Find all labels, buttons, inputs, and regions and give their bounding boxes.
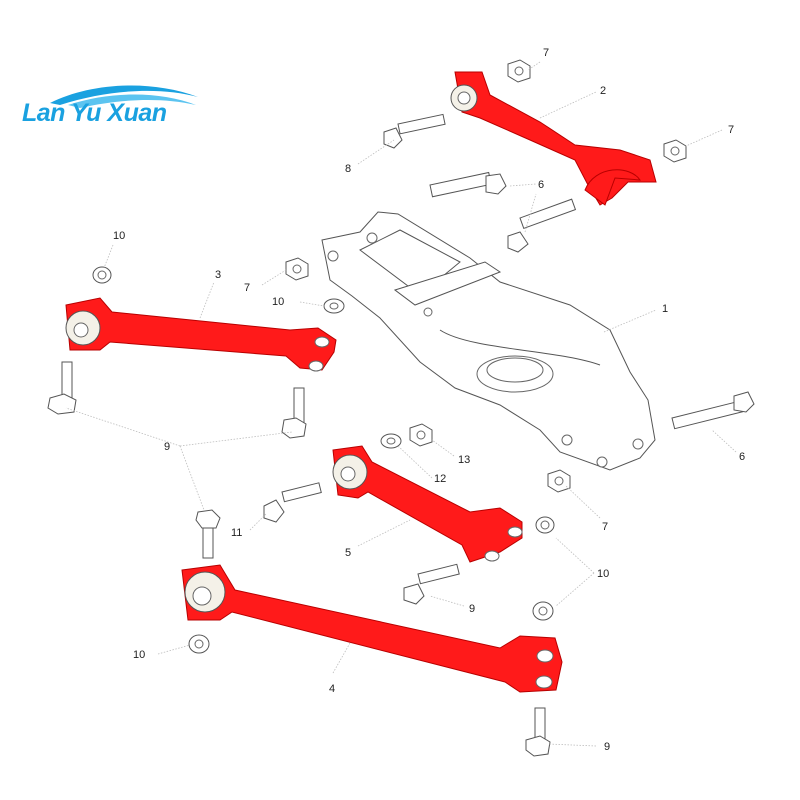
brand-logo: Lan Yu Xuan (20, 75, 210, 145)
callout-10-lower: 10 (133, 649, 145, 661)
bolt-part-9-bottom (525, 707, 551, 757)
callout-7-lower: 7 (602, 521, 608, 533)
bolt-part-6-right (671, 391, 755, 430)
tension-arm-part-5 (332, 445, 523, 563)
toe-link-part-3 (65, 297, 337, 372)
washer-part-12 (380, 433, 402, 449)
nut-part-7-lower (547, 469, 571, 493)
callout-2: 2 (600, 85, 606, 97)
trailing-arm-part-4 (181, 564, 563, 693)
nut-part-10-top (92, 266, 112, 284)
bolt-part-11 (263, 482, 322, 523)
callout-9-center: 9 (469, 603, 475, 615)
bolt-part-9-center (403, 563, 460, 605)
lower-control-arm-part-1 (321, 211, 656, 471)
callout-10-left: 10 (272, 296, 284, 308)
nut-part-13 (409, 423, 433, 447)
callout-4: 4 (329, 683, 335, 695)
camber-arm-part-2 (450, 71, 657, 206)
callout-7-right: 7 (728, 124, 734, 136)
callout-6-upper: 6 (538, 179, 544, 191)
callout-9-bottom: 9 (604, 741, 610, 753)
callout-10-right: 10 (597, 568, 609, 580)
callout-7-top: 7 (543, 47, 549, 59)
callout-12: 12 (434, 473, 446, 485)
leader-lines (65, 61, 737, 747)
bolt-part-6-middle (507, 198, 577, 253)
callout-labels: 1 2 3 4 5 6 6 7 7 7 7 8 9 9 9 10 10 10 1… (113, 47, 745, 753)
nut-part-7-top (507, 59, 531, 83)
bolt-part-6-upper (429, 171, 507, 198)
callout-11: 11 (231, 527, 242, 539)
callout-9-left: 9 (164, 441, 170, 453)
bolt-part-9-lower (195, 509, 221, 559)
callout-10-top: 10 (113, 230, 125, 242)
bolt-part-8 (383, 113, 446, 149)
nut-part-7-right (663, 139, 687, 163)
nut-part-10-lower-right (532, 601, 554, 621)
callout-3: 3 (215, 269, 221, 281)
nut-part-10-lower-left (188, 634, 210, 654)
callout-8: 8 (345, 163, 351, 175)
washer-part-10-left (323, 298, 345, 314)
logo-text: Lan Yu Xuan (22, 99, 167, 127)
callout-5: 5 (345, 547, 351, 559)
callout-1: 1 (662, 303, 668, 315)
nut-part-10-right (535, 516, 555, 534)
callout-7-left: 7 (244, 282, 250, 294)
callout-13: 13 (458, 454, 470, 466)
nut-part-7-left (285, 257, 309, 281)
bolt-part-9-left (47, 361, 77, 415)
logo-swoosh-icon (50, 85, 198, 108)
bolt-part-9-mid (281, 387, 307, 439)
callout-6-right: 6 (739, 451, 745, 463)
